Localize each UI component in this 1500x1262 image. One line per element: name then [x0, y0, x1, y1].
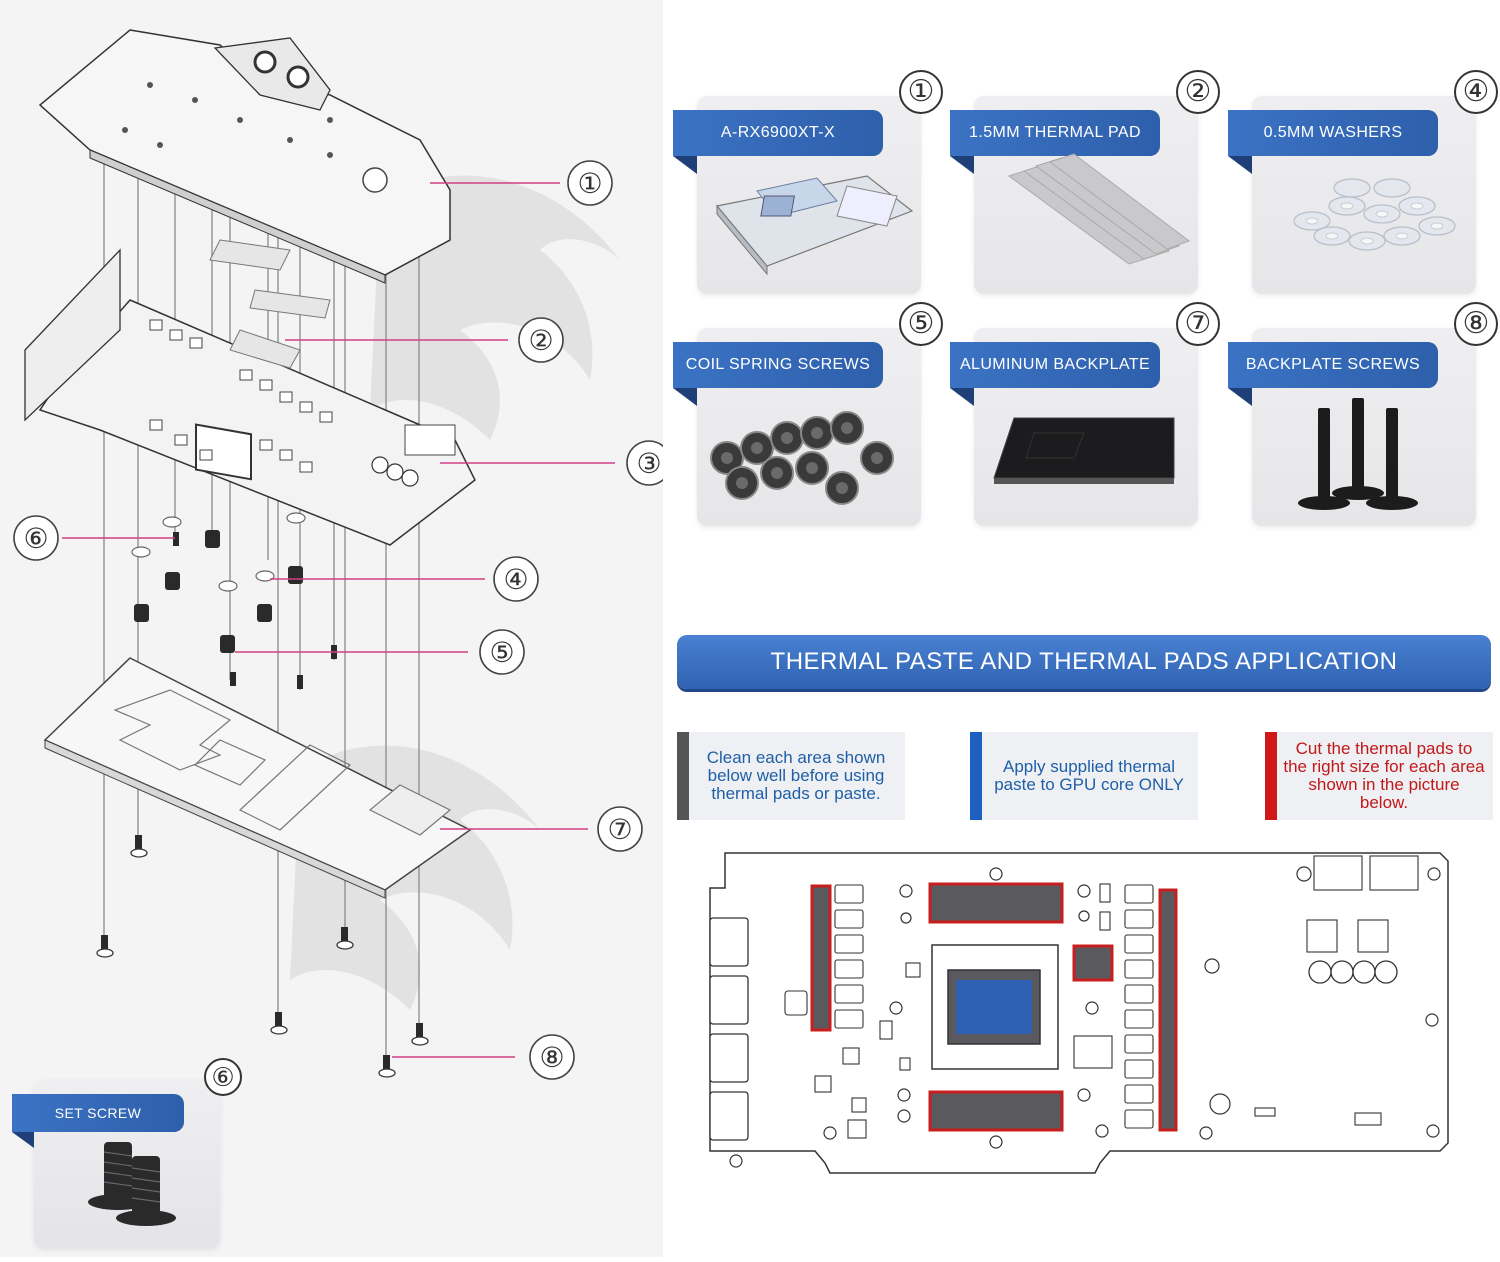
note-cut-pads: Cut the thermal pads to the right size f…: [1265, 732, 1493, 820]
set-screw-icon: [88, 1142, 176, 1226]
note-apply-paste: Apply supplied thermal paste to GPU core…: [970, 732, 1198, 820]
water-block-icon: [715, 175, 914, 276]
part-card-thermal-pad: 1.5MM THERMAL PAD ②: [950, 70, 1220, 294]
part-number: ④: [1454, 70, 1498, 114]
callout-7: ⑦: [607, 813, 632, 846]
callout-3: ③: [636, 447, 661, 480]
note-clean-area: Clean each area shown below well before …: [677, 732, 905, 820]
part-card-set-screw: SET SCREW ⑥: [12, 1058, 242, 1248]
callout-1: ①: [577, 167, 602, 200]
backplate-drawing: [43, 657, 472, 899]
part-number: ⑤: [899, 302, 943, 346]
part-number: ⑦: [1176, 302, 1220, 346]
pcb-thermal-layout-diagram: [709, 852, 1449, 1174]
part-card-aluminum-backplate: ALUMINUM BACKPLATE ⑦: [950, 302, 1220, 526]
coil-spring-screws-icon: [710, 411, 894, 505]
callout-4: ④: [503, 563, 528, 596]
callout-6: ⑥: [23, 522, 48, 555]
note-bar: [677, 732, 689, 820]
note-text: Cut the thermal pads to the right size f…: [1283, 739, 1485, 812]
part-number: ⑥: [204, 1058, 242, 1096]
pcb-drawing: [24, 248, 476, 546]
part-label: ALUMINUM BACKPLATE: [950, 342, 1160, 406]
part-label: BACKPLATE SCREWS: [1228, 342, 1438, 406]
washers-icon: [1293, 178, 1456, 251]
backplate-icon: [993, 417, 1175, 484]
note-bar: [1265, 732, 1277, 820]
part-label: 1.5MM THERMAL PAD: [950, 110, 1160, 174]
exploded-assembly-diagram: ① ② ③ ⑥ ④ ⑤ ⑦ ⑧: [13, 29, 672, 1080]
part-card-washers: 0.5MM WASHERS ④: [1228, 70, 1498, 294]
part-card-water-block: A-RX6900XT-X ①: [673, 70, 943, 294]
part-number: ①: [899, 70, 943, 114]
callout-5: ⑤: [489, 636, 514, 669]
thermal-pad-icon: [1007, 153, 1191, 265]
part-number: ⑧: [1454, 302, 1498, 346]
backplate-screws-icon: [1298, 398, 1418, 510]
callout-8: ⑧: [539, 1041, 564, 1074]
part-label: COIL SPRING SCREWS: [673, 342, 883, 406]
exploded-assembly-panel: ① ② ③ ⑥ ④ ⑤ ⑦ ⑧: [0, 0, 672, 1257]
part-card-coil-spring-screws: COIL SPRING SCREWS ⑤: [673, 302, 943, 526]
thermal-application-banner: THERMAL PASTE AND THERMAL PADS APPLICATI…: [677, 635, 1491, 689]
note-bar: [970, 732, 982, 820]
part-card-backplate-screws: BACKPLATE SCREWS ⑧: [1228, 302, 1498, 526]
note-text: Apply supplied thermal paste to GPU core…: [994, 757, 1184, 794]
callout-2: ②: [528, 324, 553, 357]
part-number: ②: [1176, 70, 1220, 114]
part-label: SET SCREW: [12, 1094, 184, 1148]
water-block-drawing: [38, 29, 451, 284]
part-label: A-RX6900XT-X: [673, 110, 883, 174]
note-text: Clean each area shown below well before …: [706, 748, 886, 803]
part-label: 0.5MM WASHERS: [1228, 110, 1438, 174]
